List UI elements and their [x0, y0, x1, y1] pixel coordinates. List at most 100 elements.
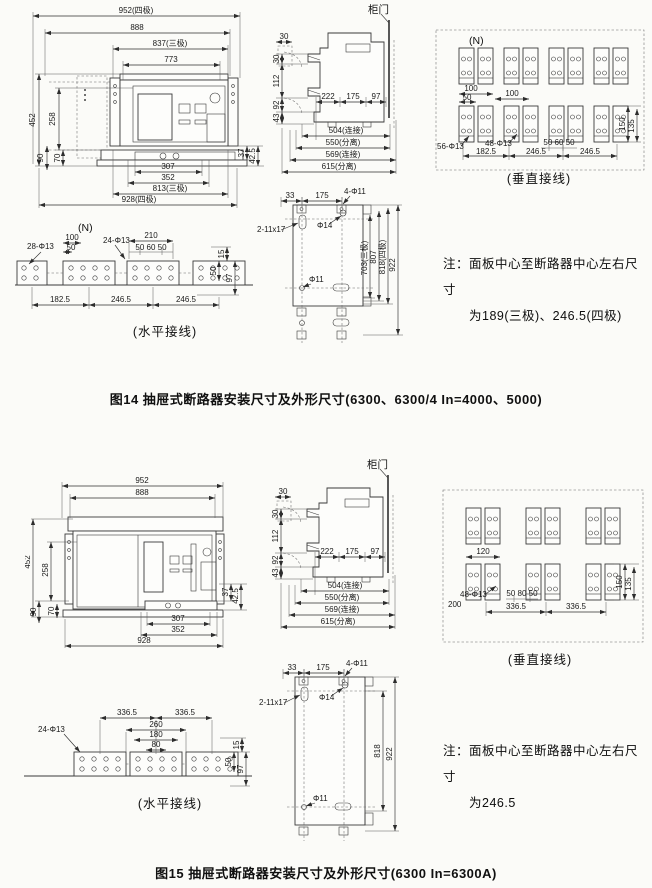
dim-818: 818	[373, 744, 382, 758]
dim-258: 258	[48, 112, 57, 126]
dim-90: 90	[29, 607, 38, 616]
figure15-caption: 图15 抽屉式断路器安装尺寸及外形尺寸(6300 In=6300A)	[155, 866, 497, 881]
note-line-2: 为246.5	[469, 796, 516, 810]
dim-922: 922	[388, 258, 397, 272]
holes-48-phi13: 48-Φ13	[485, 139, 512, 148]
fig15-horizontal-dimensions	[63, 715, 250, 787]
dim-952: 952	[135, 476, 149, 485]
vertical-wiring-caption: (垂直接线)	[507, 171, 571, 186]
dim-30-left: 30	[272, 54, 281, 63]
hole-phi14: Φ14	[319, 693, 335, 702]
fig15-vertical-dimensions	[466, 554, 639, 616]
dim-92: 92	[271, 555, 280, 564]
note-line-1: 注：面板中心至断路器中心左右尺寸	[443, 738, 648, 790]
fig14-front-dimensions	[32, 12, 264, 208]
fig15-front-drawing	[62, 516, 225, 618]
dim-135: 135	[627, 119, 636, 133]
dim-813-3pole: 813(三极)	[153, 183, 188, 193]
dim-175: 175	[345, 547, 359, 556]
slot-2-11x17: 2-11x17	[259, 698, 288, 707]
dim-818-4pole: 818(四极)	[377, 239, 387, 274]
dim-615-separate: 615(分离)	[321, 616, 356, 626]
dim-112: 112	[272, 74, 281, 87]
dim-352: 352	[161, 173, 175, 182]
dim-246-5-a: 246.5	[111, 295, 132, 304]
dim-175: 175	[316, 663, 330, 672]
dim-615-separate: 615(分离)	[322, 161, 357, 171]
dim-150: 150	[615, 575, 624, 589]
vertical-wiring-caption: (垂直接线)	[508, 652, 572, 667]
fig14-mounting-plate-view: 33 175 4-Φ11 2-11x17 Φ14 Φ11 703(三极) 807…	[257, 187, 403, 343]
cabinet-door-label: 柜门	[367, 458, 388, 471]
note-label: 注：	[443, 257, 470, 271]
dim-70: 70	[53, 153, 62, 162]
fig15-side-view: 柜门 30 30 112 92 43 222 175 97 504(连接) 55…	[271, 458, 396, 630]
dim-222: 222	[320, 547, 334, 556]
dim-50-60-50: 50 60 50	[135, 243, 167, 252]
dim-246-5-b: 246.5	[176, 295, 197, 304]
dim-120: 120	[476, 547, 490, 556]
dim-135: 135	[624, 577, 633, 591]
holes-48-phi13: 48-Φ13	[460, 590, 487, 599]
fig14-horizontal-busbars	[15, 260, 253, 286]
dim-182-5: 182.5	[476, 147, 497, 156]
dim-100: 100	[65, 233, 79, 242]
dim-70: 70	[47, 606, 56, 615]
note-label: 注：	[443, 744, 470, 758]
note-line-2: 为189(三极)、246.5(四极)	[469, 309, 622, 323]
figure14-caption: 图14 抽屉式断路器安装尺寸及外形尺寸(6300、6300/4 In=4000、…	[109, 392, 543, 407]
dim-922: 922	[385, 747, 394, 761]
neutral-pole-label: (N)	[469, 35, 484, 47]
fig15-mounting-plate-view: 33 175 4-Φ11 2-11x17 Φ14 Φ11 818 922	[259, 659, 399, 841]
dim-92: 92	[272, 100, 281, 109]
figure14-note: 注：面板中心至断路器中心左右尺寸 为189(三极)、246.5(四极)	[443, 251, 648, 329]
hole-phi11: Φ11	[313, 794, 328, 803]
dim-336-5-a: 336.5	[117, 708, 138, 717]
fig14-side-drawing	[277, 13, 395, 130]
dim-928-4pole: 928(四极)	[122, 194, 157, 204]
dim-837-3pole: 837(三极)	[153, 38, 188, 48]
note-line-1: 注：面板中心至断路器中心左右尺寸	[443, 251, 648, 303]
dim-504-connect: 504(连接)	[328, 580, 363, 590]
dim-42-5: 42.5	[231, 588, 240, 604]
dim-550-separate: 550(分离)	[326, 137, 361, 147]
dim-175: 175	[315, 191, 329, 200]
dim-50-right: 50	[209, 266, 218, 275]
neutral-pole-label: (N)	[78, 222, 93, 234]
holes-24-phi13: 24-Φ13	[38, 725, 65, 734]
dim-50: 50	[224, 757, 233, 766]
dim-452: 452	[28, 113, 37, 127]
dim-90: 90	[36, 153, 45, 162]
holes-28-phi13: 28-Φ13	[27, 242, 54, 251]
dim-30-top: 30	[279, 487, 288, 496]
fig15-side-drawing	[276, 468, 394, 585]
dim-50-60-50: 50 60 50	[543, 138, 575, 147]
dim-112: 112	[271, 529, 280, 542]
holes-4-phi11: 4-Φ11	[344, 187, 366, 196]
fig15-front-view: 952 888 452 258 90 70 37 42.5 307 352 92…	[25, 476, 247, 649]
fig14-plate-dimensions	[280, 195, 403, 336]
dim-258: 258	[41, 563, 50, 577]
dim-100-a: 100	[464, 84, 478, 93]
dim-703-3pole: 703(三极)	[359, 240, 369, 275]
dim-452: 452	[25, 555, 32, 569]
dim-807: 807	[369, 250, 378, 264]
dim-42-5: 42.5	[248, 148, 257, 164]
fig14-vertical-dimensions	[459, 91, 641, 160]
dim-50: 50	[463, 93, 472, 102]
fig14-front-view: 952(四极) 888 837(三极) 773 452 258 90 70 37…	[28, 5, 264, 208]
cabinet-door-label: 柜门	[368, 3, 389, 16]
dim-100-b: 100	[505, 89, 519, 98]
dim-15: 15	[232, 740, 241, 749]
fig14-horizontal-wiring-view: (N) 28-Φ13 100 50 24-Φ13 210 50 60 50 15…	[15, 222, 253, 339]
fig14-vertical-wiring-view: (N) 100 50 100 56-Φ13 48-Φ13 50 60 50 18…	[435, 29, 645, 186]
dim-352: 352	[171, 625, 185, 634]
hole-phi14: Φ14	[317, 221, 333, 230]
fig14-front-drawing	[49, 73, 248, 167]
dashed-border	[442, 489, 644, 643]
dim-928: 928	[137, 636, 151, 645]
dim-30-top: 30	[280, 32, 289, 41]
dim-336-5-a: 336.5	[506, 602, 527, 611]
dim-97: 97	[372, 92, 381, 101]
